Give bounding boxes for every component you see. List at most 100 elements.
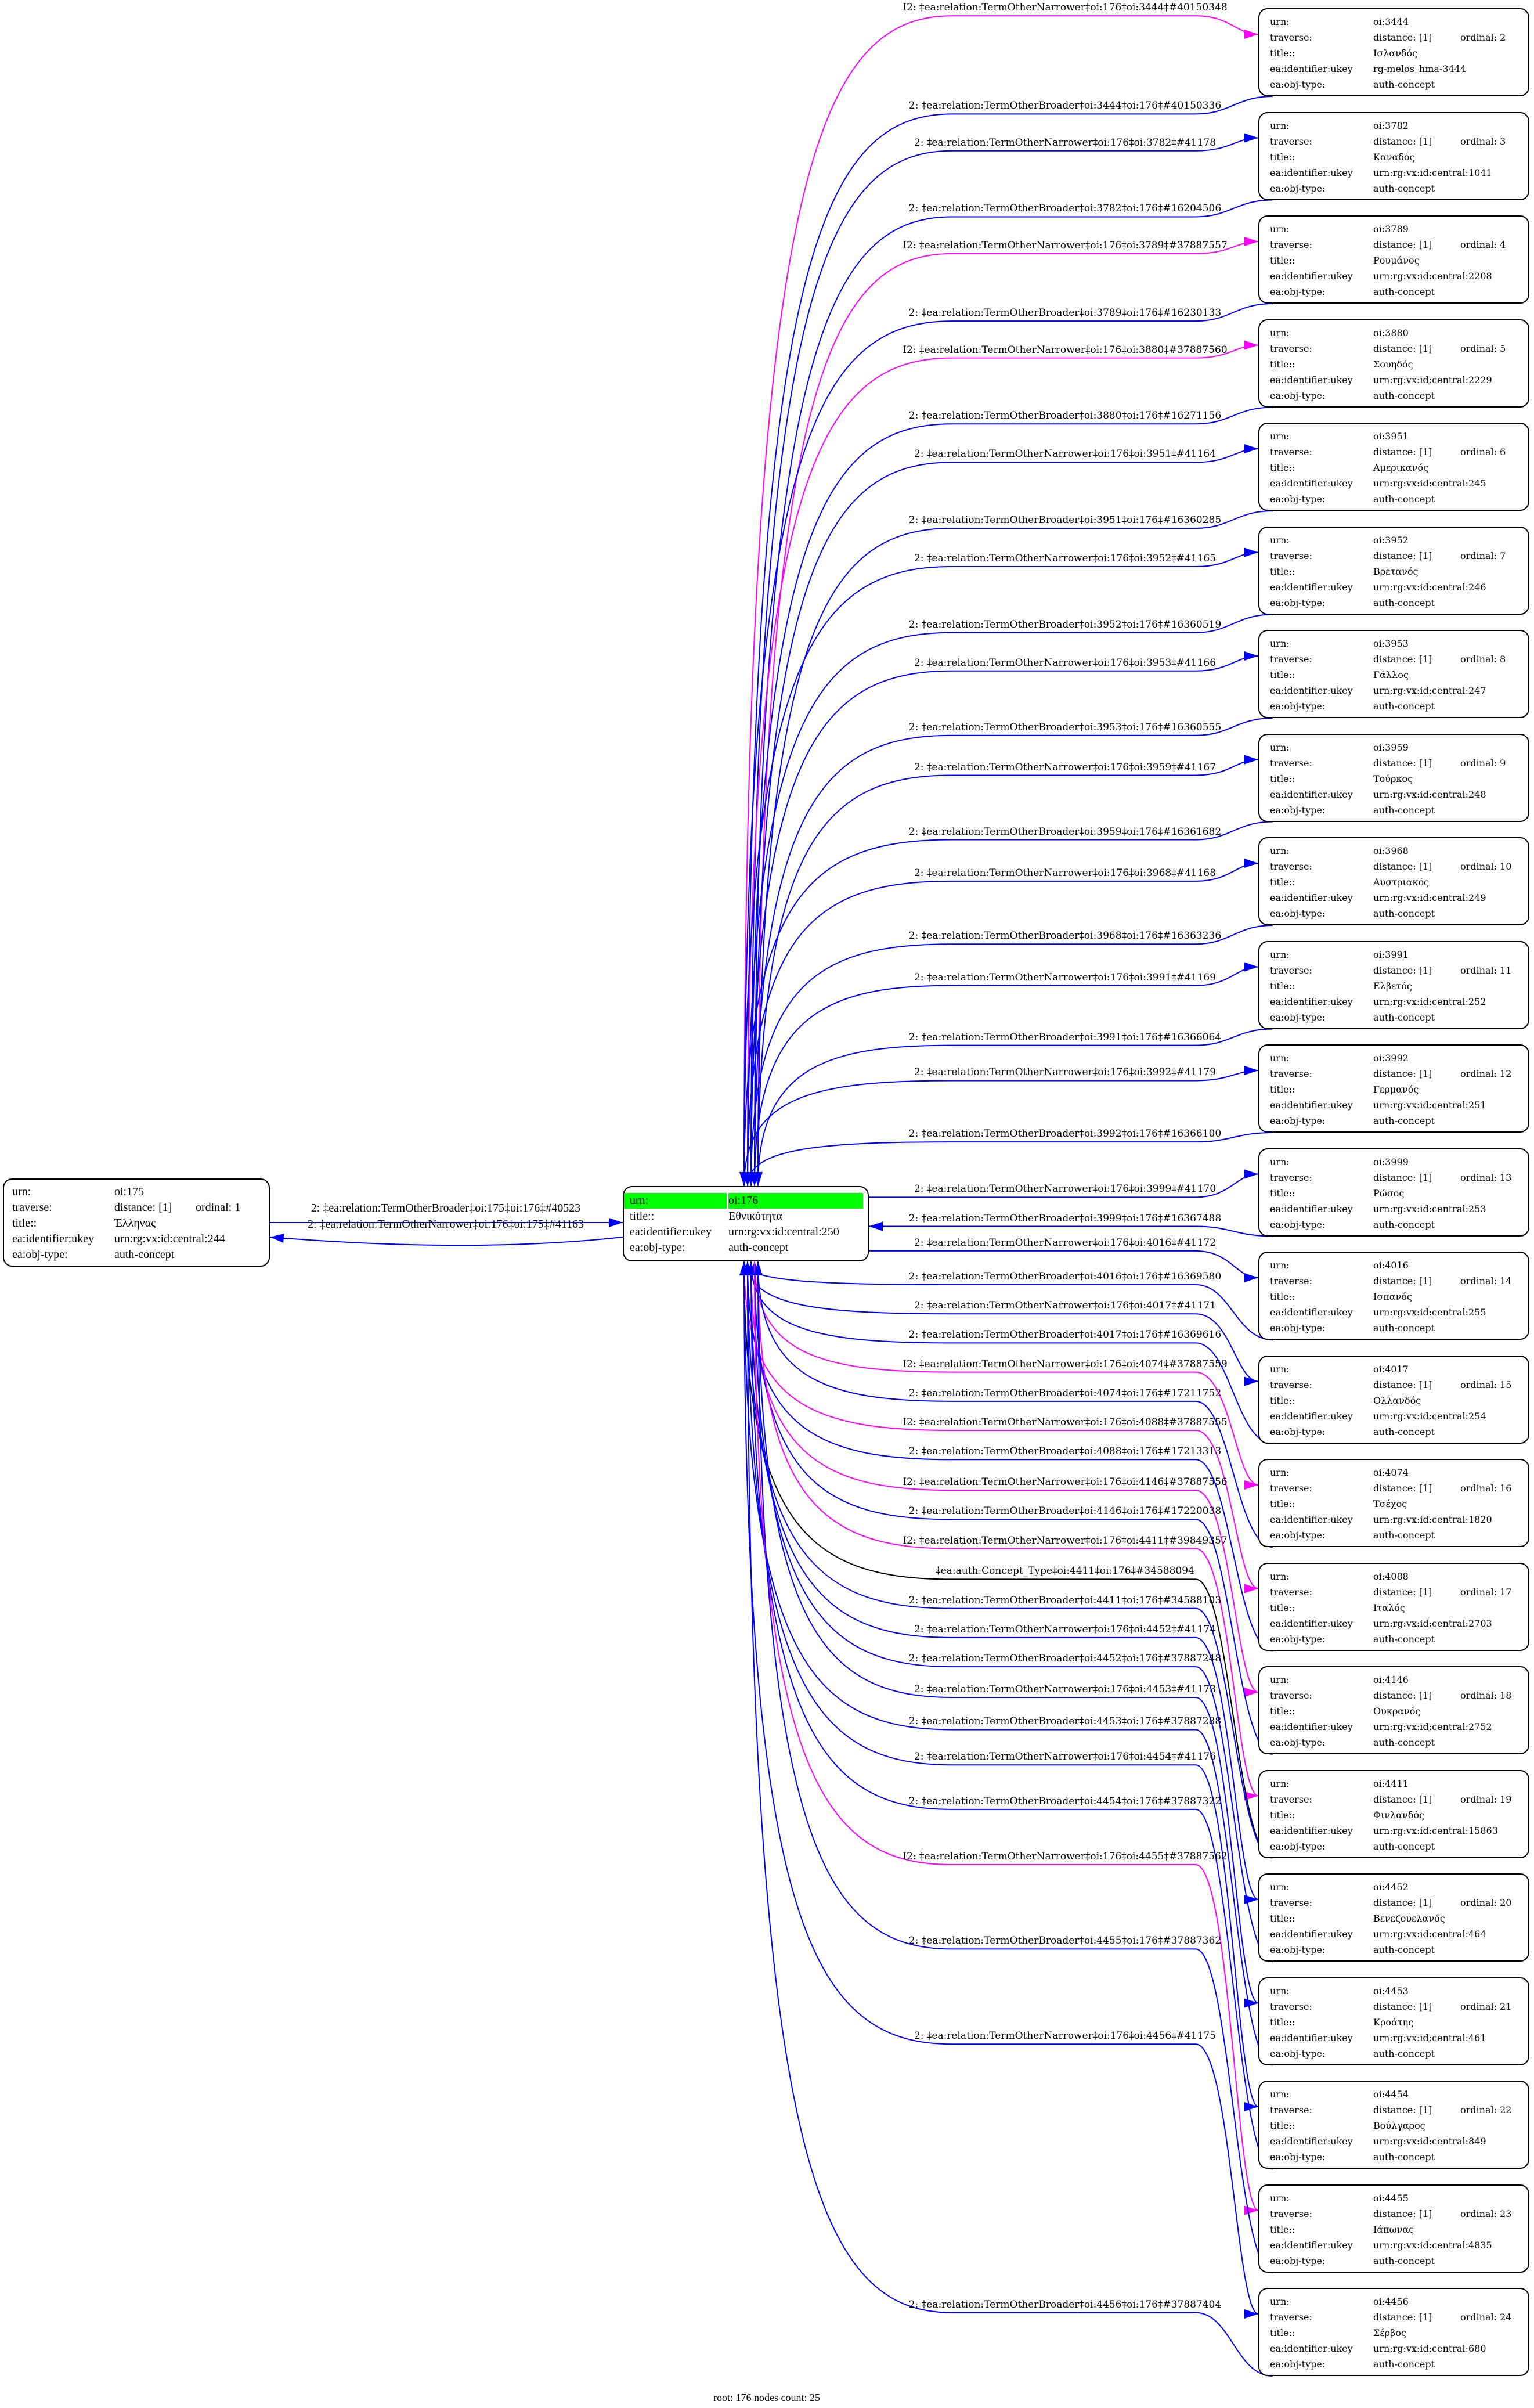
edge-inferred [747,340,1259,1187]
edge-label: 2: ‡ea:relation:TermOtherBroader‡oi:175‡… [311,1202,581,1214]
field-value: distance: [1] [1373,1483,1432,1494]
node-field-traverse: traverse:distance: [1]ordinal: 9 [1259,755,1528,771]
field-value: urn:rg:vx:id:central:2703 [1373,1617,1492,1629]
field-label: ea:identifier:ukey [1270,1617,1353,1629]
field-label: traverse: [1270,1690,1312,1701]
field-label: urn: [1270,741,1290,753]
node-field-objtype: ea:obj-type:auth-concept [1259,1113,1528,1129]
node-field-objtype: ea:obj-type:auth-concept [1259,1631,1528,1647]
field-value: Ουκρανός [1373,1706,1421,1717]
field-value: auth-concept [1373,390,1435,401]
field-value: Τσέχος [1373,1498,1407,1509]
field-label: ea:obj-type: [1270,1426,1326,1437]
field-value: auth-concept [1373,1530,1435,1541]
node-field-objtype: ea:obj-type:auth-concept [4,1247,269,1263]
field-label: ea:obj-type: [1270,1944,1326,1955]
field-value: Γερμανός [1373,1084,1419,1095]
field-label: ea:obj-type: [1270,2047,1326,2059]
node-field-title: title::Ιταλός [1259,1600,1528,1616]
field-value: Έλληνας [114,1217,156,1230]
edge-label: I2: ‡ea:relation:TermOtherNarrower‡oi:17… [903,344,1228,356]
field-value: urn:rg:vx:id:central:248 [1373,788,1486,800]
field-label: title:: [1270,1913,1295,1924]
field-label: title:: [1270,669,1295,680]
edge-direct [750,1261,1273,1755]
edge-direct [746,1261,1273,1444]
edge-direct [743,1261,1273,2377]
edge-label: 2: ‡ea:relation:TermOtherNarrower‡oi:176… [914,1751,1217,1763]
edge-direct [868,1169,1259,1198]
node-field-ukey: ea:identifier:ukey urn:rg:vx:id:central:2… [1259,787,1528,802]
field-value: urn:rg:vx:id:central:461 [1373,2032,1486,2043]
field-value: rg-melos_hma-3444 [1373,63,1467,74]
node-field-traverse: traverse:distance: [1]ordinal: 13 [1259,1170,1528,1185]
field-value: distance: [1] [1373,32,1432,43]
field-label: traverse: [1270,32,1312,43]
field-label: ea:identifier:ukey [1270,1203,1353,1214]
field-value: urn:rg:vx:id:central:1820 [1373,1514,1492,1525]
node-field-title: title::Ουκρανός [1259,1703,1528,1719]
edge-direct [743,1261,1259,2319]
edge-label: 2: ‡ea:relation:TermOtherBroader‡oi:3952… [908,618,1222,630]
field-label: ea:identifier:ukey [1270,788,1353,800]
field-label: traverse: [1270,446,1312,457]
node-field-traverse: traverse:distance: [1]ordinal: 1 [4,1200,269,1216]
edge-label: 2: ‡ea:relation:TermOtherBroader‡oi:4146… [908,1505,1222,1517]
node-field-title: title::Ρουμάνος [1259,253,1528,268]
field-label: ea:identifier:ukey [1270,1825,1353,1836]
field-label: urn: [1270,1260,1290,1271]
field-label: urn: [1270,2089,1290,2100]
field-label: ea:obj-type: [1270,2255,1326,2266]
field-value: distance: [1] [1373,1690,1432,1701]
field-label: title:: [1270,1498,1295,1509]
field-value: auth-concept [1373,79,1435,90]
field-value: distance: [1] [114,1201,172,1214]
field-label: ea:identifier:ukey [1270,374,1353,385]
field-label: title:: [1270,565,1295,577]
field-value: urn:rg:vx:id:central:250 [728,1225,839,1238]
node-field-title: title::Ισπανός [1259,1289,1528,1304]
field-label: title:: [1270,2016,1295,2028]
edge-inferred [754,1261,1259,2215]
field-value: Ισπανός [1373,1291,1412,1302]
edge-direct [739,821,1273,1187]
field-value: auth-concept [1373,1219,1435,1230]
field-value: auth-concept [1373,1322,1435,1333]
field-label: traverse: [1270,861,1312,872]
field-label: ea:obj-type: [1270,908,1326,919]
field-value: Ολλανδός [1373,1394,1421,1406]
field-value: urn:rg:vx:id:central:244 [114,1232,225,1245]
field-value: distance: [1] [1373,1068,1432,1079]
